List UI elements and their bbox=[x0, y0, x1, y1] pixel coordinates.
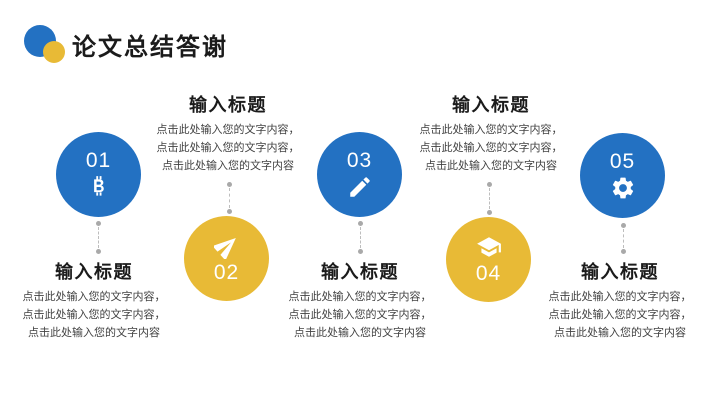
block-text-line: 点击此处输入您的文字内容 bbox=[162, 160, 294, 172]
text-block-bottom-3: 输入标题 点击此处输入您的文字内容， 点击此处输入您的文字内容， 点击此处输入您… bbox=[538, 261, 702, 342]
text-block-bottom-2: 输入标题 点击此处输入您的文字内容， 点击此处输入您的文字内容， 点击此处输入您… bbox=[278, 261, 442, 342]
connector-dot bbox=[620, 249, 626, 254]
bitcoin-icon bbox=[86, 174, 112, 200]
block-text-line: 点击此处输入您的文字内容 bbox=[554, 327, 686, 339]
gear-icon bbox=[610, 175, 636, 201]
connector-dashed bbox=[357, 221, 363, 254]
connector-dot bbox=[357, 221, 363, 226]
connector-dashed bbox=[486, 182, 492, 215]
block-text-line: 点击此处输入您的文字内容， bbox=[156, 124, 300, 136]
block-text-line: 点击此处输入您的文字内容， bbox=[288, 291, 432, 303]
block-title: 输入标题 bbox=[321, 262, 399, 282]
pencil-icon bbox=[347, 174, 373, 200]
graduation-cap-icon bbox=[476, 234, 502, 260]
block-text-line: 点击此处输入您的文字内容， bbox=[419, 124, 563, 136]
step-number: 04 bbox=[475, 262, 502, 285]
text-block-top-1: 输入标题 点击此处输入您的文字内容， 点击此处输入您的文字内容， 点击此处输入您… bbox=[146, 94, 310, 175]
step-number: 02 bbox=[213, 261, 240, 284]
step-circle-02: 02 bbox=[184, 216, 269, 301]
connector-dashed bbox=[620, 223, 626, 254]
connector-dot bbox=[95, 221, 101, 226]
text-block-top-2: 输入标题 点击此处输入您的文字内容， 点击此处输入您的文字内容， 点击此处输入您… bbox=[409, 94, 573, 175]
step-circle-04: 04 bbox=[446, 217, 531, 302]
step-circle-03: 03 bbox=[317, 132, 402, 217]
connector-dashed bbox=[226, 182, 232, 214]
connector-dot bbox=[226, 209, 232, 214]
connector-dot bbox=[486, 210, 492, 215]
connector-dot bbox=[620, 223, 626, 228]
connector-line bbox=[622, 229, 624, 248]
connector-dot bbox=[226, 182, 232, 187]
step-number: 03 bbox=[346, 149, 373, 172]
connector-line bbox=[228, 188, 230, 208]
block-text-line: 点击此处输入您的文字内容 bbox=[425, 160, 557, 172]
block-text-line: 点击此处输入您的文字内容， bbox=[288, 309, 432, 321]
block-title: 输入标题 bbox=[189, 95, 267, 115]
block-text-line: 点击此处输入您的文字内容， bbox=[156, 142, 300, 154]
block-title: 输入标题 bbox=[452, 95, 530, 115]
connector-line bbox=[359, 227, 361, 248]
connector-dashed bbox=[95, 221, 101, 254]
connector-dot bbox=[357, 249, 363, 254]
connector-line bbox=[488, 188, 490, 209]
block-title: 输入标题 bbox=[581, 262, 659, 282]
slide-title: 论文总结答谢 bbox=[72, 34, 228, 61]
step-circle-01: 01 bbox=[56, 132, 141, 217]
connector-dot bbox=[486, 182, 492, 187]
slide-logo-icon bbox=[24, 25, 66, 65]
logo-yellow-circle bbox=[43, 41, 65, 63]
step-circle-05: 05 bbox=[580, 133, 665, 218]
block-title: 输入标题 bbox=[55, 262, 133, 282]
block-text-line: 点击此处输入您的文字内容， bbox=[548, 291, 692, 303]
block-text-line: 点击此处输入您的文字内容， bbox=[548, 309, 692, 321]
step-number: 05 bbox=[609, 150, 636, 173]
paper-plane-icon bbox=[213, 233, 240, 259]
block-text-line: 点击此处输入您的文字内容， bbox=[419, 142, 563, 154]
connector-line bbox=[97, 227, 99, 248]
block-text-line: 点击此处输入您的文字内容 bbox=[28, 327, 160, 339]
block-text-line: 点击此处输入您的文字内容 bbox=[294, 327, 426, 339]
block-text-line: 点击此处输入您的文字内容， bbox=[22, 309, 166, 321]
connector-dot bbox=[95, 249, 101, 254]
step-number: 01 bbox=[85, 149, 112, 172]
block-text-line: 点击此处输入您的文字内容， bbox=[22, 291, 166, 303]
text-block-bottom-1: 输入标题 点击此处输入您的文字内容， 点击此处输入您的文字内容， 点击此处输入您… bbox=[12, 261, 176, 342]
